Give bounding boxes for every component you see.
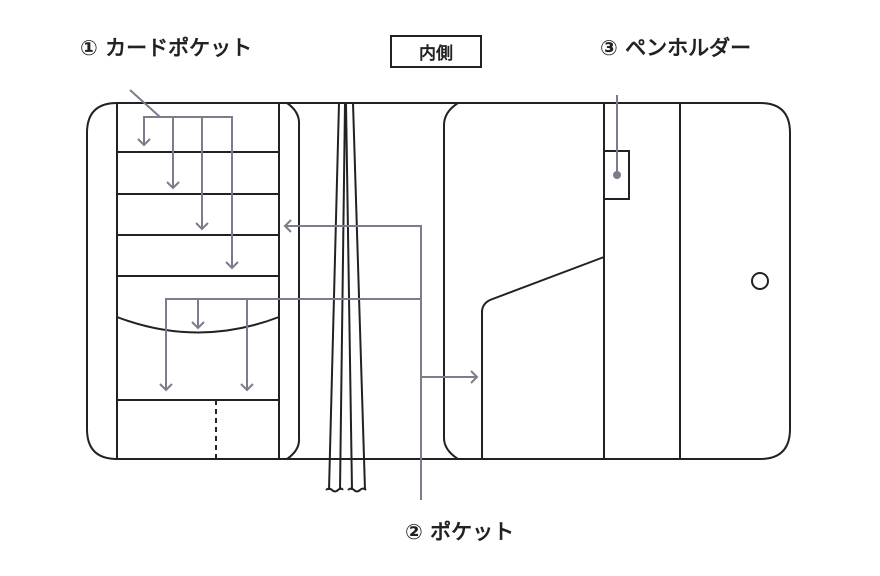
card-pocket-label: ① カードポケット [80, 36, 253, 60]
organizer-outline [86, 102, 791, 493]
pen-holder-marker [613, 171, 621, 179]
outer-cover [86, 102, 791, 460]
curved-pocket [116, 316, 280, 334]
bookmark-ribbons [325, 102, 367, 493]
inside-label: 内側 [390, 35, 482, 68]
side-pocket [481, 256, 605, 459]
pocket-label: ② ポケット [405, 520, 515, 544]
left-fold [286, 102, 301, 460]
right-fold [443, 102, 459, 460]
callout-arrows [129, 89, 618, 500]
pen-holder-label: ③ ペンホルダー [600, 36, 752, 60]
snap-button-icon [751, 272, 769, 290]
